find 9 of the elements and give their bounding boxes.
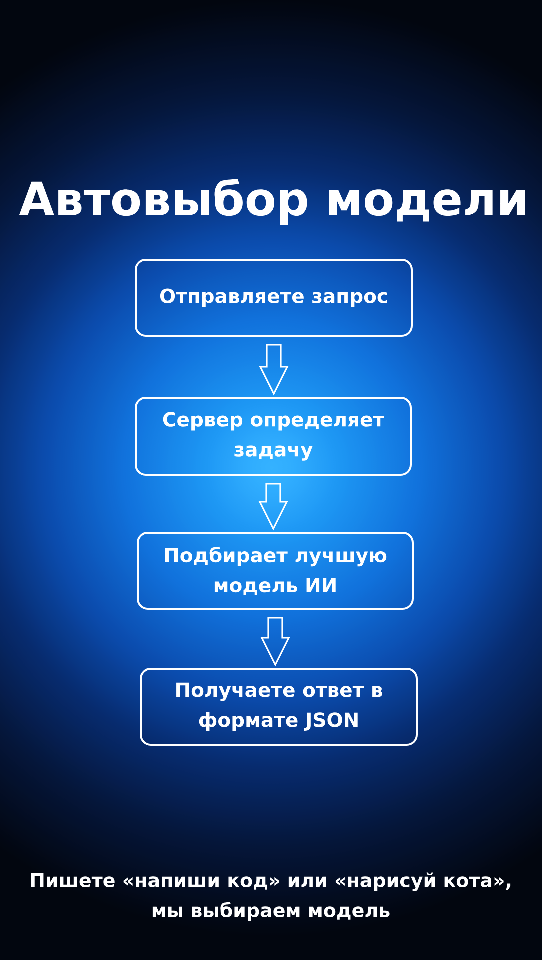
arrow — [258, 483, 288, 531]
process-box: Отправляете запрос — [135, 259, 413, 337]
process-box: Сервер определяет задачу — [135, 397, 412, 476]
caption: Пишете «напиши код» или «нарисуй кота», мы выбираем модель — [31, 872, 511, 922]
title: Автовыбор модели — [19, 179, 526, 226]
arrow — [259, 344, 289, 396]
process-box: Получаете ответ в формате JSON — [140, 668, 418, 746]
arrow — [260, 617, 290, 667]
process-box: Подбирает лучшую модель ИИ — [137, 532, 414, 610]
